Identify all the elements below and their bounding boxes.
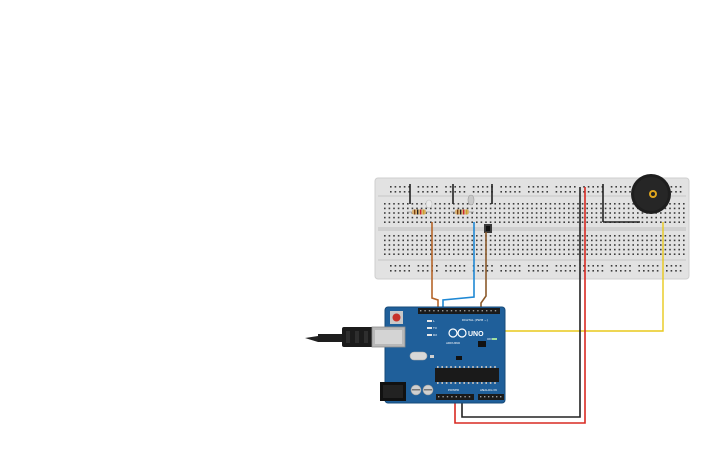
small-components (430, 341, 486, 360)
capacitors (410, 384, 434, 396)
arduino-logo: UNO ARDUINO DIGITAL (PWM ~) (446, 318, 488, 345)
power-label: POWER (448, 388, 459, 392)
power-jack[interactable] (380, 382, 406, 401)
led-tx-label: TX (432, 326, 437, 330)
jumper-black-4[interactable] (602, 184, 640, 223)
power-header[interactable] (436, 394, 474, 400)
maker-label: ARDUINO (446, 341, 461, 345)
wire-black[interactable] (461, 187, 581, 418)
led-1[interactable] (425, 199, 433, 209)
on-label: ON (487, 337, 492, 341)
reset-button[interactable] (390, 311, 403, 324)
breadboard-holes[interactable] (384, 186, 685, 272)
led-l-label: L (433, 319, 435, 323)
resistor-1[interactable] (407, 209, 431, 215)
wire-red[interactable] (454, 187, 586, 424)
uno-label: UNO (468, 331, 484, 338)
usb-cable[interactable] (305, 327, 374, 347)
led-2[interactable] (467, 194, 475, 206)
board-leds: L TX RX ON (427, 319, 497, 341)
wire-blue[interactable] (442, 222, 475, 311)
piezo-buzzer[interactable] (631, 174, 671, 214)
atmega-chip (435, 366, 499, 384)
arduino-uno-board[interactable]: UNO ARDUINO DIGITAL (PWM ~) L TX RX ON (371, 306, 506, 404)
led-rx-label: RX (433, 333, 437, 337)
analog-header[interactable] (478, 394, 504, 400)
wire-orange[interactable] (431, 222, 439, 310)
pushbutton[interactable] (484, 224, 492, 233)
resistor-2[interactable] (451, 209, 474, 215)
analog-label: ANALOG IN (480, 388, 497, 392)
digital-header[interactable] (418, 308, 500, 314)
usb-port[interactable] (371, 326, 406, 348)
digital-label: DIGITAL (PWM ~) (462, 318, 488, 322)
crystal-oscillator (409, 351, 428, 361)
